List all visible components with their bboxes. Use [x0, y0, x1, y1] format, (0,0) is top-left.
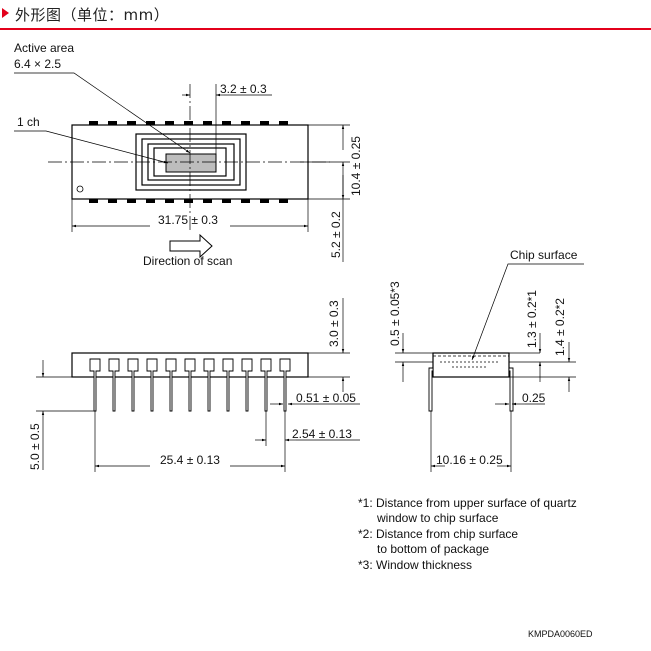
scan-direction-arrow-icon [169, 233, 213, 259]
dim-height: 10.4 ± 0.25 [349, 136, 363, 196]
note-1-line-1: *1: Distance from upper surface of quart… [358, 496, 577, 510]
scan-label: Direction of scan [143, 254, 232, 268]
end-lead-right [508, 367, 514, 412]
note-2-line-2: to bottom of package [377, 542, 489, 556]
dim-window: 0.5 ± 0.05*3 [388, 281, 402, 346]
active-area [165, 153, 217, 173]
pin-stubs-bottom [89, 199, 288, 203]
dim-pin-width: 0.51 ± 0.05 [296, 391, 356, 405]
dim-pin-length: 5.0 ± 0.5 [28, 423, 42, 470]
section-header: 外形图（单位：mm） [0, 0, 651, 30]
side-view: 3.0 ± 0.3 5.0 ± 0.5 0.51 ± 0.05 2.54 ± 0… [28, 298, 360, 472]
index-mark-icon [76, 185, 84, 193]
dim-top: 3.0 ± 0.3 [327, 300, 341, 347]
note-3: *3: Window thickness [358, 558, 472, 572]
drawing-code: KMPDA0060ED [528, 629, 593, 639]
page-title: 外形图（单位：mm） [15, 6, 170, 24]
chip-surface-label: Chip surface [510, 248, 578, 262]
header-divider [0, 28, 651, 30]
note-2-line-1: *2: Distance from chip surface [358, 527, 518, 541]
dim-row-spacing: 10.16 ± 0.25 [436, 453, 503, 467]
end-view: Chip surface 0.5 ± 0.05*3 1.3 ± 0.2*1 1.… [388, 248, 584, 472]
dim-length: 31.75 ± 0.3 [158, 213, 218, 227]
channel-label: 1 ch [17, 115, 40, 129]
note-1-line-2: window to chip surface [376, 511, 499, 525]
package-outline-end [432, 352, 510, 378]
end-lead-left [428, 367, 434, 412]
dim-lead-thickness: 0.25 [522, 391, 546, 405]
dim-span: 25.4 ± 0.13 [160, 453, 220, 467]
dim-chip-top: 1.3 ± 0.2*1 [525, 290, 539, 348]
side-pins [89, 358, 291, 412]
dim-chip-bottom: 1.4 ± 0.2*2 [553, 298, 567, 356]
dim-window-offset: 3.2 ± 0.3 [220, 82, 267, 96]
dim-pin-height: 5.2 ± 0.2 [329, 211, 343, 258]
active-area-label: Active area [14, 41, 74, 55]
notes: *1: Distance from upper surface of quart… [358, 496, 577, 572]
top-view: 3.2 ± 0.3 Active area 6.4 × 2.5 1 ch 10.… [14, 41, 363, 268]
dim-pitch: 2.54 ± 0.13 [292, 427, 352, 441]
pin-stubs-top [89, 121, 288, 125]
active-area-size: 6.4 × 2.5 [14, 57, 61, 71]
header-marker-icon [2, 8, 9, 18]
